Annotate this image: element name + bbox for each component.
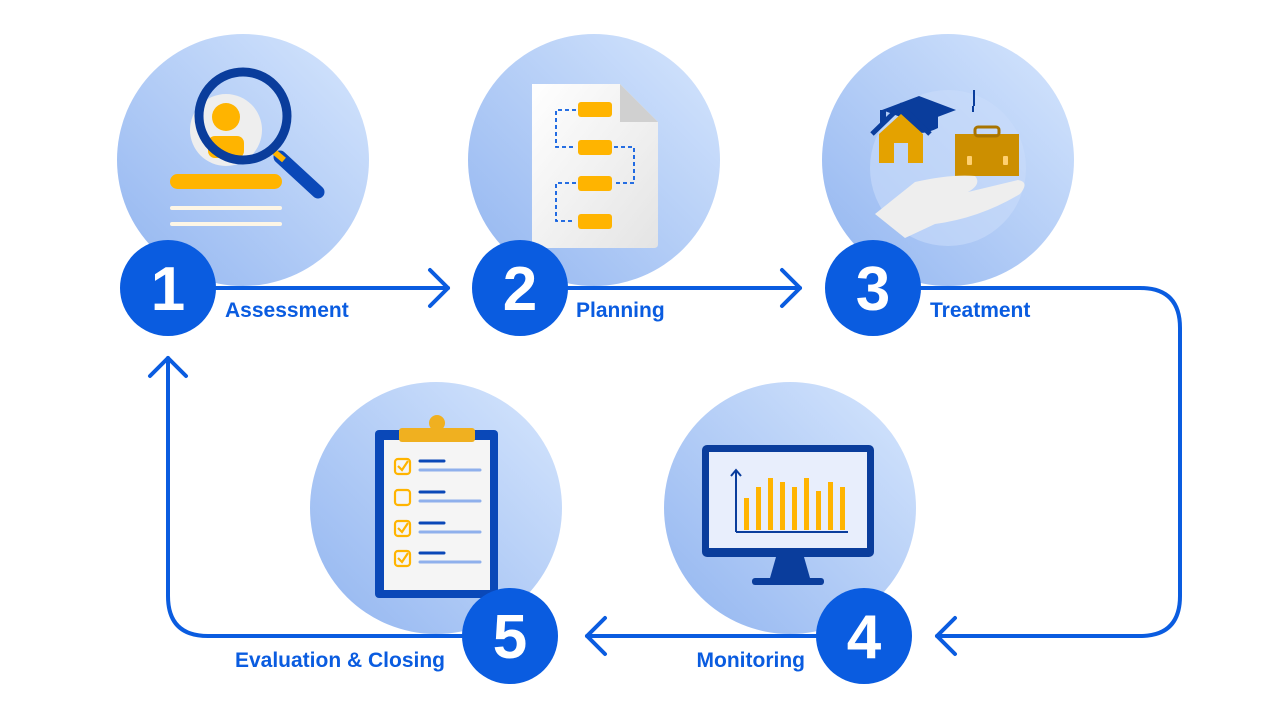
step-5-badge: 5 bbox=[462, 588, 558, 684]
magnifier-profile-icon bbox=[170, 67, 325, 226]
arrow-up-icon bbox=[148, 356, 188, 378]
step-2-number: 2 bbox=[503, 255, 537, 324]
bar-chart-bars bbox=[744, 478, 845, 530]
step-4-badge: 4 bbox=[816, 588, 912, 684]
step-5-number: 5 bbox=[493, 603, 527, 672]
step-3-badge: 3 bbox=[825, 240, 921, 336]
step-2-label: Planning bbox=[576, 299, 665, 322]
step-3-number: 3 bbox=[856, 255, 890, 324]
connectors bbox=[148, 268, 1182, 656]
flowchart-document-icon bbox=[532, 84, 658, 248]
step-4-label: Monitoring bbox=[697, 649, 805, 672]
monitor-bar-chart-icon bbox=[702, 445, 874, 585]
step-1-label: Assessment bbox=[225, 299, 349, 322]
arrow-left-icon bbox=[585, 616, 607, 656]
step-1-number: 1 bbox=[151, 255, 185, 324]
clipboard-checklist-icon bbox=[375, 415, 498, 598]
arrow-left-icon bbox=[935, 616, 957, 656]
step-5-label: Evaluation & Closing bbox=[235, 649, 445, 672]
step-3-label: Treatment bbox=[930, 299, 1030, 322]
connector-5-1 bbox=[166, 356, 464, 638]
connector-3-4 bbox=[919, 286, 1182, 638]
arrow-right-icon bbox=[428, 268, 450, 308]
step-2-badge: 2 bbox=[472, 240, 568, 336]
hand-home-education-work-icon bbox=[870, 90, 1026, 246]
step-1-badge: 1 bbox=[120, 240, 216, 336]
step-4-number: 4 bbox=[847, 603, 882, 672]
arrow-right-icon bbox=[780, 268, 802, 308]
